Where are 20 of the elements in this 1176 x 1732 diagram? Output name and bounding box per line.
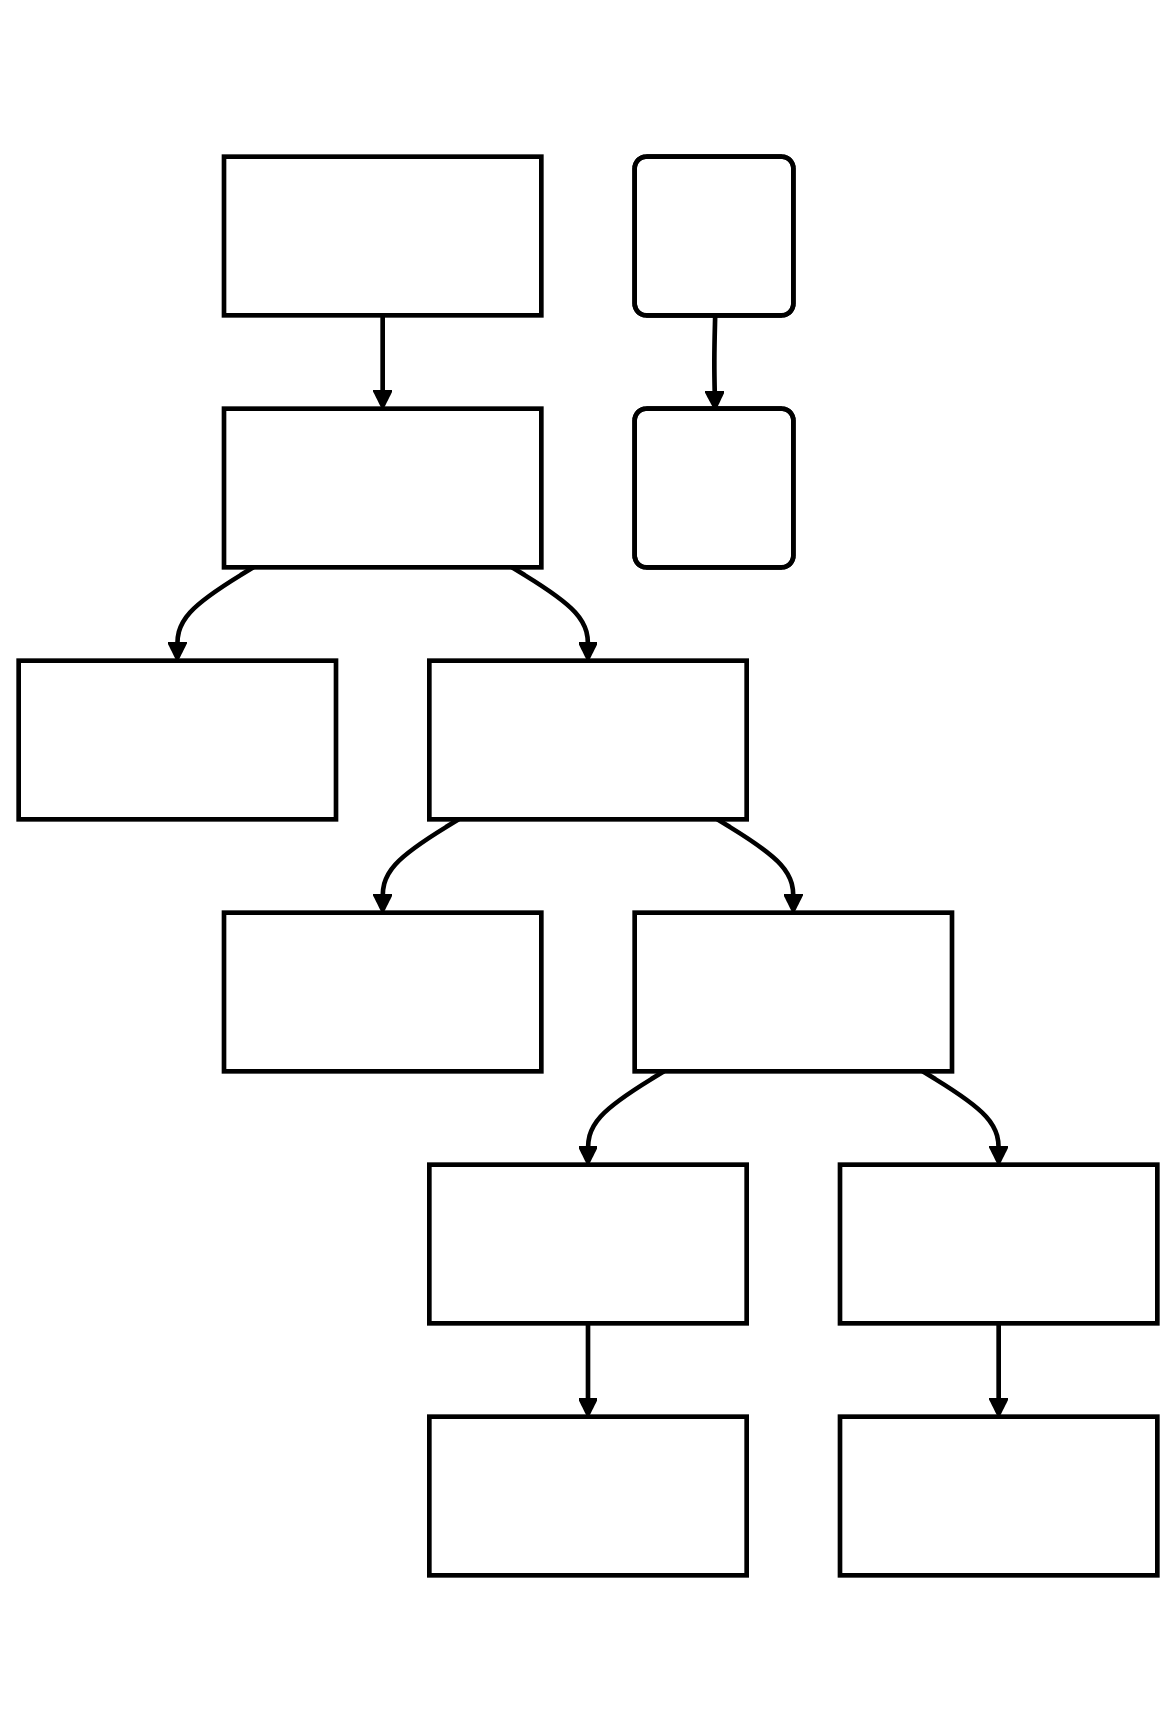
node-box (837, 1162, 1160, 1326)
node-box (221, 154, 544, 318)
node-box (632, 910, 955, 1074)
node-box (221, 910, 544, 1074)
arrow (577, 1323, 599, 1418)
node-box (427, 658, 749, 822)
arrow (704, 316, 725, 411)
arrow (921, 1069, 1009, 1166)
node-box (16, 658, 339, 822)
arrow (167, 565, 255, 662)
node-box (221, 406, 544, 570)
node-box (837, 1414, 1160, 1578)
node-box (427, 1162, 749, 1326)
arrow (372, 817, 460, 914)
arrow (510, 565, 599, 662)
node-box (427, 1414, 749, 1578)
arrow (988, 1323, 1009, 1418)
arrow (716, 817, 804, 914)
arrow (577, 1069, 666, 1166)
arrow (372, 315, 393, 410)
